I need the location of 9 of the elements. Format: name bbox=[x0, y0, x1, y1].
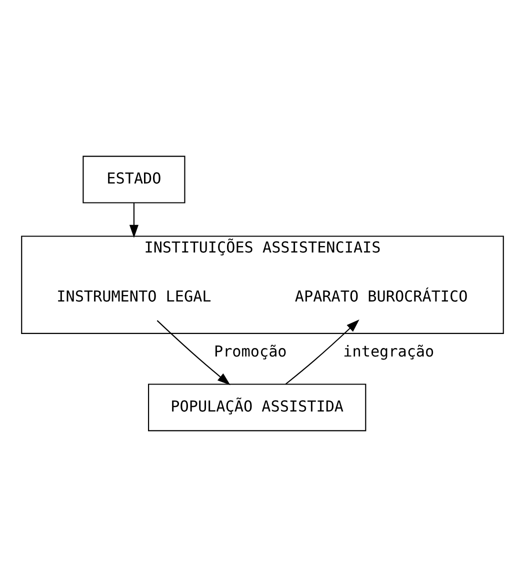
node-box: ESTADO bbox=[82, 155, 186, 203]
arrow bbox=[129, 202, 138, 238]
node-box: POPULAÇÃO ASSISTIDA bbox=[148, 383, 366, 431]
arrow bbox=[285, 319, 360, 384]
node-text: APARATO BUROCRÁTICO bbox=[294, 286, 468, 305]
arrow bbox=[156, 320, 230, 385]
edge-label: integração bbox=[343, 342, 434, 360]
edge-label: Promoção bbox=[214, 342, 287, 360]
node-text: INSTRUMENTO LEGAL bbox=[56, 286, 212, 305]
